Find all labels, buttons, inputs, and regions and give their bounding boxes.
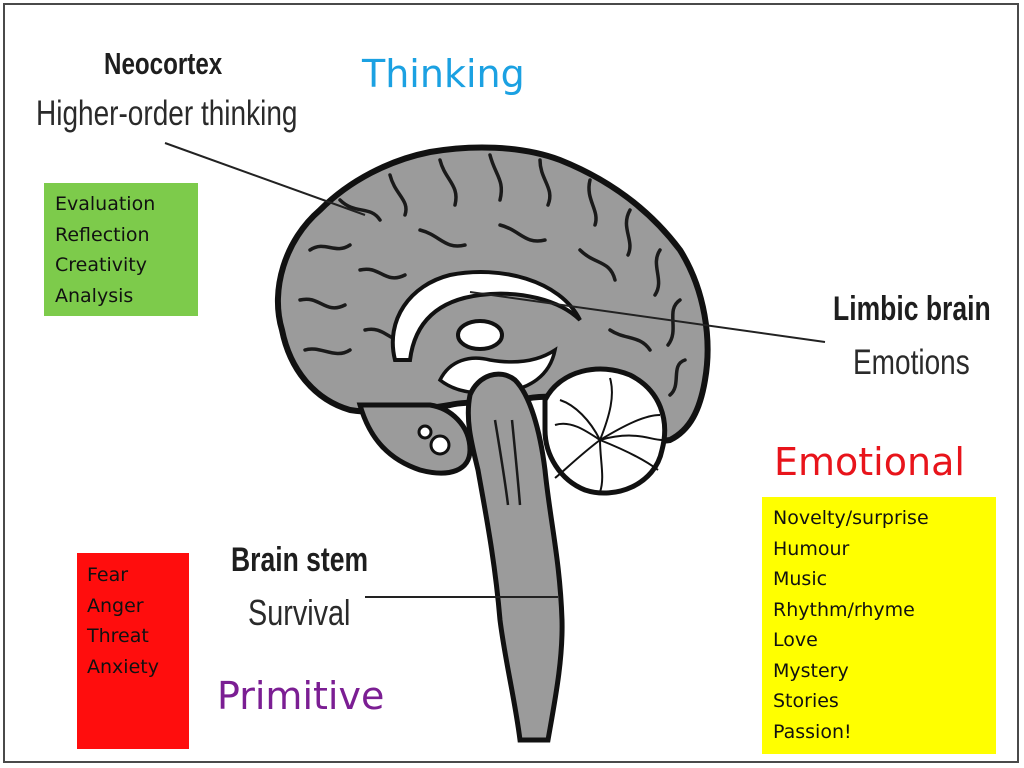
temporal-lobe-shape xyxy=(356,402,473,476)
primitive-item: Fear xyxy=(87,564,129,586)
gyri-folds xyxy=(298,153,687,397)
emotional-heading: Emotional xyxy=(774,440,965,484)
primitive-item: Anger xyxy=(87,594,144,617)
slide-frame xyxy=(3,3,1019,763)
pituitary xyxy=(429,434,451,456)
limbic-subtitle: Emotions xyxy=(853,343,970,382)
optic-chiasm xyxy=(417,424,433,440)
primitive-item: Threat xyxy=(87,625,149,647)
brain-stem-lines xyxy=(493,419,522,506)
thinking-item: Creativity xyxy=(55,254,147,276)
corpus-callosum xyxy=(390,270,582,362)
primitive-box: Fear Anger Threat Anxiety xyxy=(77,553,189,749)
limbic-title: Limbic brain xyxy=(833,290,991,328)
primitive-item: Anxiety xyxy=(87,655,159,678)
brain-stem-shape xyxy=(465,371,565,743)
thalamus xyxy=(456,319,504,351)
limbic-leader-line xyxy=(469,291,826,343)
emotional-item: Stories xyxy=(773,690,839,712)
cerebellum xyxy=(542,366,668,496)
neocortex-subtitle: Higher-order thinking xyxy=(36,94,298,133)
emotional-box: Novelty/surprise Humour Music Rhythm/rhy… xyxy=(762,497,996,754)
primitive-heading: Primitive xyxy=(217,674,385,718)
neocortex-title: Neocortex xyxy=(104,46,223,81)
brain-stem-subtitle: Survival xyxy=(248,592,351,633)
brain-stem-title: Brain stem xyxy=(231,541,369,579)
thinking-item: Analysis xyxy=(55,284,134,307)
thinking-heading: Thinking xyxy=(362,52,525,96)
emotional-item: Rhythm/rhyme xyxy=(773,598,915,621)
thinking-box: Evaluation Reflection Creativity Analysi… xyxy=(44,183,198,316)
emotional-item: Humour xyxy=(773,537,850,560)
emotional-item: Love xyxy=(773,629,818,651)
neocortex-leader-line xyxy=(164,142,366,216)
thinking-item: Evaluation xyxy=(55,193,156,215)
thinking-item: Reflection xyxy=(55,223,150,246)
emotional-item: Music xyxy=(773,568,828,590)
emotional-item: Mystery xyxy=(773,659,849,682)
emotional-item: Novelty/surprise xyxy=(773,507,929,529)
emotional-item: Passion! xyxy=(773,720,852,743)
